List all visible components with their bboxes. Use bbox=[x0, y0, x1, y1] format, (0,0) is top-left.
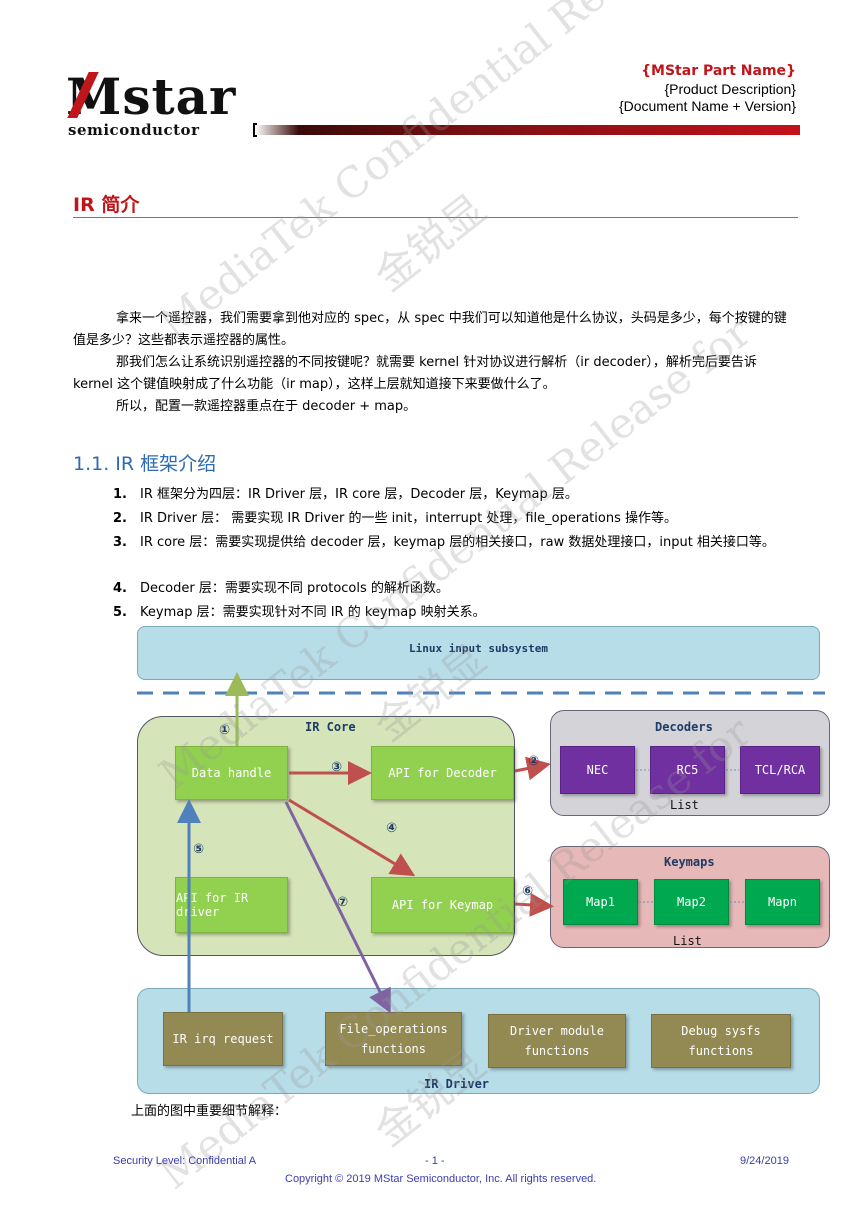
document-name: {Document Name + Version} bbox=[618, 98, 796, 114]
paragraph: 拿来一个遥控器，我们需要拿到他对应的 spec，从 spec 中我们可以知道他是… bbox=[73, 311, 787, 348]
api-ir-driver-box: API for IR driver bbox=[175, 877, 288, 933]
page-title: IR 简介 bbox=[73, 194, 140, 216]
mapn-box: Mapn bbox=[745, 879, 820, 925]
intro-paragraphs: 拿来一个遥控器，我们需要拿到他对应的 spec，从 spec 中我们可以知道他是… bbox=[73, 308, 798, 418]
irq-request-box: IR irq request bbox=[163, 1012, 283, 1066]
step-6: ⑥ bbox=[522, 884, 534, 899]
list-item: 3. IR core 层：需要实现提供给 decoder 层，keymap 层的… bbox=[113, 535, 775, 550]
kernel-user-separator bbox=[137, 691, 825, 695]
decoders-label: Decoders bbox=[655, 720, 713, 734]
header-gradient-bar bbox=[255, 125, 800, 135]
paragraph: 那我们怎么让系统识别遥控器的不同按键呢？就需要 kernel 针对协议进行解析（… bbox=[73, 355, 757, 392]
api-decoder-box: API for Decoder bbox=[371, 746, 514, 800]
nec-decoder: NEC bbox=[560, 746, 635, 794]
data-handle-box: Data handle bbox=[175, 746, 288, 800]
map1-box: Map1 bbox=[563, 879, 638, 925]
step-3: ③ bbox=[331, 760, 343, 775]
part-name: {MStar Part Name} bbox=[641, 63, 796, 79]
paragraph: 所以，配置一款遥控器重点在于 decoder + map。 bbox=[116, 399, 417, 414]
copyright: Copyright © 2019 MStar Semiconductor, In… bbox=[285, 1173, 597, 1185]
map2-box: Map2 bbox=[654, 879, 729, 925]
step-7: ⑦ bbox=[337, 895, 349, 910]
ir-driver-label: IR Driver bbox=[424, 1077, 490, 1091]
rc5-decoder: RC5 bbox=[650, 746, 725, 794]
linux-input-label: Linux input subsystem bbox=[408, 642, 549, 655]
linux-input-subsystem-box bbox=[137, 626, 820, 680]
keymaps-label: Keymaps bbox=[664, 855, 715, 869]
arrow-to-decoders bbox=[514, 756, 551, 781]
tcl-rca-decoder: TCL/RCA bbox=[740, 746, 820, 794]
company-logo-subtitle: semiconductor bbox=[68, 121, 200, 139]
list-item: 1. IR 框架分为四层：IR Driver 层，IR core 层，Decod… bbox=[113, 487, 578, 502]
decoder-list-label: List bbox=[670, 798, 699, 812]
title-divider bbox=[73, 217, 798, 218]
step-4: ④ bbox=[386, 821, 398, 836]
list-item: 5. Keymap 层：需要实现针对不同 IR 的 keymap 映射关系。 bbox=[113, 605, 486, 620]
step-2: ② bbox=[528, 754, 540, 769]
list-item: 2. IR Driver 层： 需要实现 IR Driver 的一些 init，… bbox=[113, 511, 677, 526]
keymap-list-label: List bbox=[673, 934, 702, 948]
footer-date: 9/24/2019 bbox=[740, 1155, 789, 1167]
arrow-to-keymaps bbox=[514, 892, 554, 917]
security-level: Security Level: Confidential A bbox=[113, 1155, 257, 1167]
step-5: ⑤ bbox=[193, 842, 205, 857]
product-description: {Product Description} bbox=[664, 81, 796, 97]
arrow-to-api-keymap bbox=[288, 798, 416, 877]
list-item: 4. Decoder 层：需要实现不同 protocols 的解析函数。 bbox=[113, 581, 449, 596]
step-1: ① bbox=[219, 723, 231, 738]
section-heading: 1.1. IR 框架介绍 bbox=[73, 453, 217, 475]
page-number: - 1 - bbox=[425, 1155, 445, 1167]
api-keymap-box: API for Keymap bbox=[371, 877, 514, 933]
diagram-caption: 上面的图中重要细节解释： bbox=[131, 1104, 288, 1119]
arrow-data-handle-to-fileops bbox=[284, 801, 391, 1014]
ir-core-label: IR Core bbox=[305, 720, 356, 734]
